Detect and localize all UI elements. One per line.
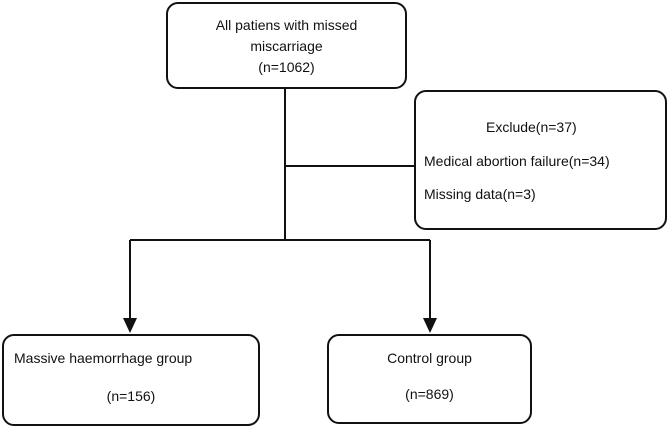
- left-arrowhead: [123, 318, 137, 333]
- all-patients-line-1: All patiens with missed: [215, 17, 358, 33]
- massive-haemorrhage-group-label: Massive haemorrhage group: [14, 350, 193, 366]
- all-patients-line-2: miscarriage: [250, 38, 323, 54]
- control-group-count: (n=869): [405, 386, 454, 402]
- exclude-title: Exclude(n=37): [486, 119, 577, 135]
- control-group-box: Control group (n=869): [327, 334, 532, 424]
- exclude-box: Exclude(n=37) Medical abortion failure(n…: [414, 90, 667, 230]
- exclude-reason-abortion-failure: Medical abortion failure(n=34): [424, 153, 610, 169]
- massive-haemorrhage-group-count: (n=156): [106, 388, 156, 404]
- massive-haemorrhage-group-box: Massive haemorrhage group (n=156): [2, 334, 260, 426]
- control-group-label: Control group: [387, 350, 472, 366]
- exclude-reason-missing-data: Missing data(n=3): [424, 186, 536, 202]
- all-patients-count: (n=1062): [258, 59, 315, 75]
- all-patients-box: All patiens with missed miscarriage (n=1…: [166, 2, 407, 89]
- right-arrowhead: [423, 318, 437, 333]
